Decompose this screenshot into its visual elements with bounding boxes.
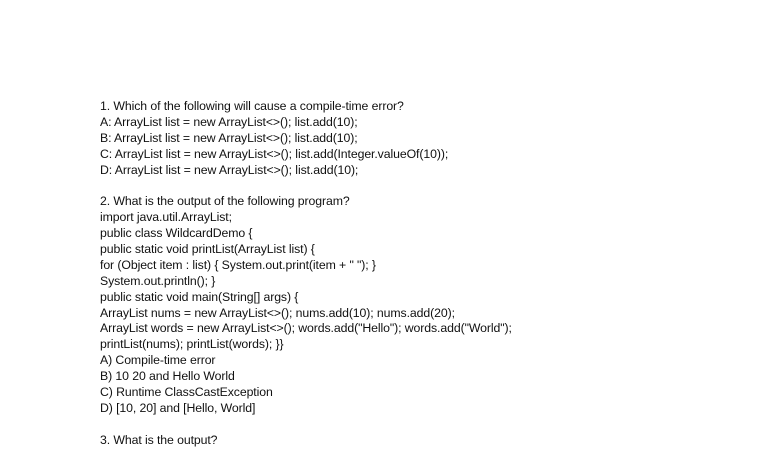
option-line: A: ArrayList list = new ArrayList<>(); l… bbox=[100, 114, 358, 129]
code-line: System.out.println(); } bbox=[100, 273, 216, 288]
option-line: C: ArrayList list = new ArrayList<>(); l… bbox=[100, 146, 449, 161]
code-line: import java.util.ArrayList; bbox=[100, 210, 232, 225]
code-line: public static void printList(ArrayList l… bbox=[100, 242, 315, 257]
question-title: 1. Which of the following will cause a c… bbox=[100, 99, 404, 113]
code-line: printList(nums); printList(words); }} bbox=[100, 337, 284, 352]
code-line: ArrayList nums = new ArrayList<>(); nums… bbox=[100, 305, 455, 320]
question-title: 2. What is the output of the following p… bbox=[100, 194, 350, 209]
option-line: D) [10, 20] and [Hello, World] bbox=[100, 400, 256, 415]
code-line: for (Object item : list) { System.out.pr… bbox=[100, 257, 376, 272]
code-line: public class WildcardDemo { bbox=[100, 226, 253, 241]
code-line: public static void main(String[] args) { bbox=[100, 289, 299, 304]
option-line: B) 10 20 and Hello World bbox=[100, 369, 235, 384]
option-line: D: ArrayList list = new ArrayList<>(); l… bbox=[100, 162, 359, 177]
option-line: A) Compile-time error bbox=[100, 353, 216, 368]
question-2: 2. What is the output of the following p… bbox=[100, 194, 512, 416]
document-body: 1. Which of the following will cause a c… bbox=[100, 99, 512, 449]
option-line: B: ArrayList list = new ArrayList<>(); l… bbox=[100, 130, 358, 145]
code-line: ArrayList words = new ArrayList<>(); wor… bbox=[100, 321, 512, 336]
option-line: C) Runtime ClassCastException bbox=[100, 385, 273, 400]
question-1: 1. Which of the following will cause a c… bbox=[100, 99, 512, 178]
spacer bbox=[100, 417, 512, 433]
spacer bbox=[100, 178, 512, 194]
